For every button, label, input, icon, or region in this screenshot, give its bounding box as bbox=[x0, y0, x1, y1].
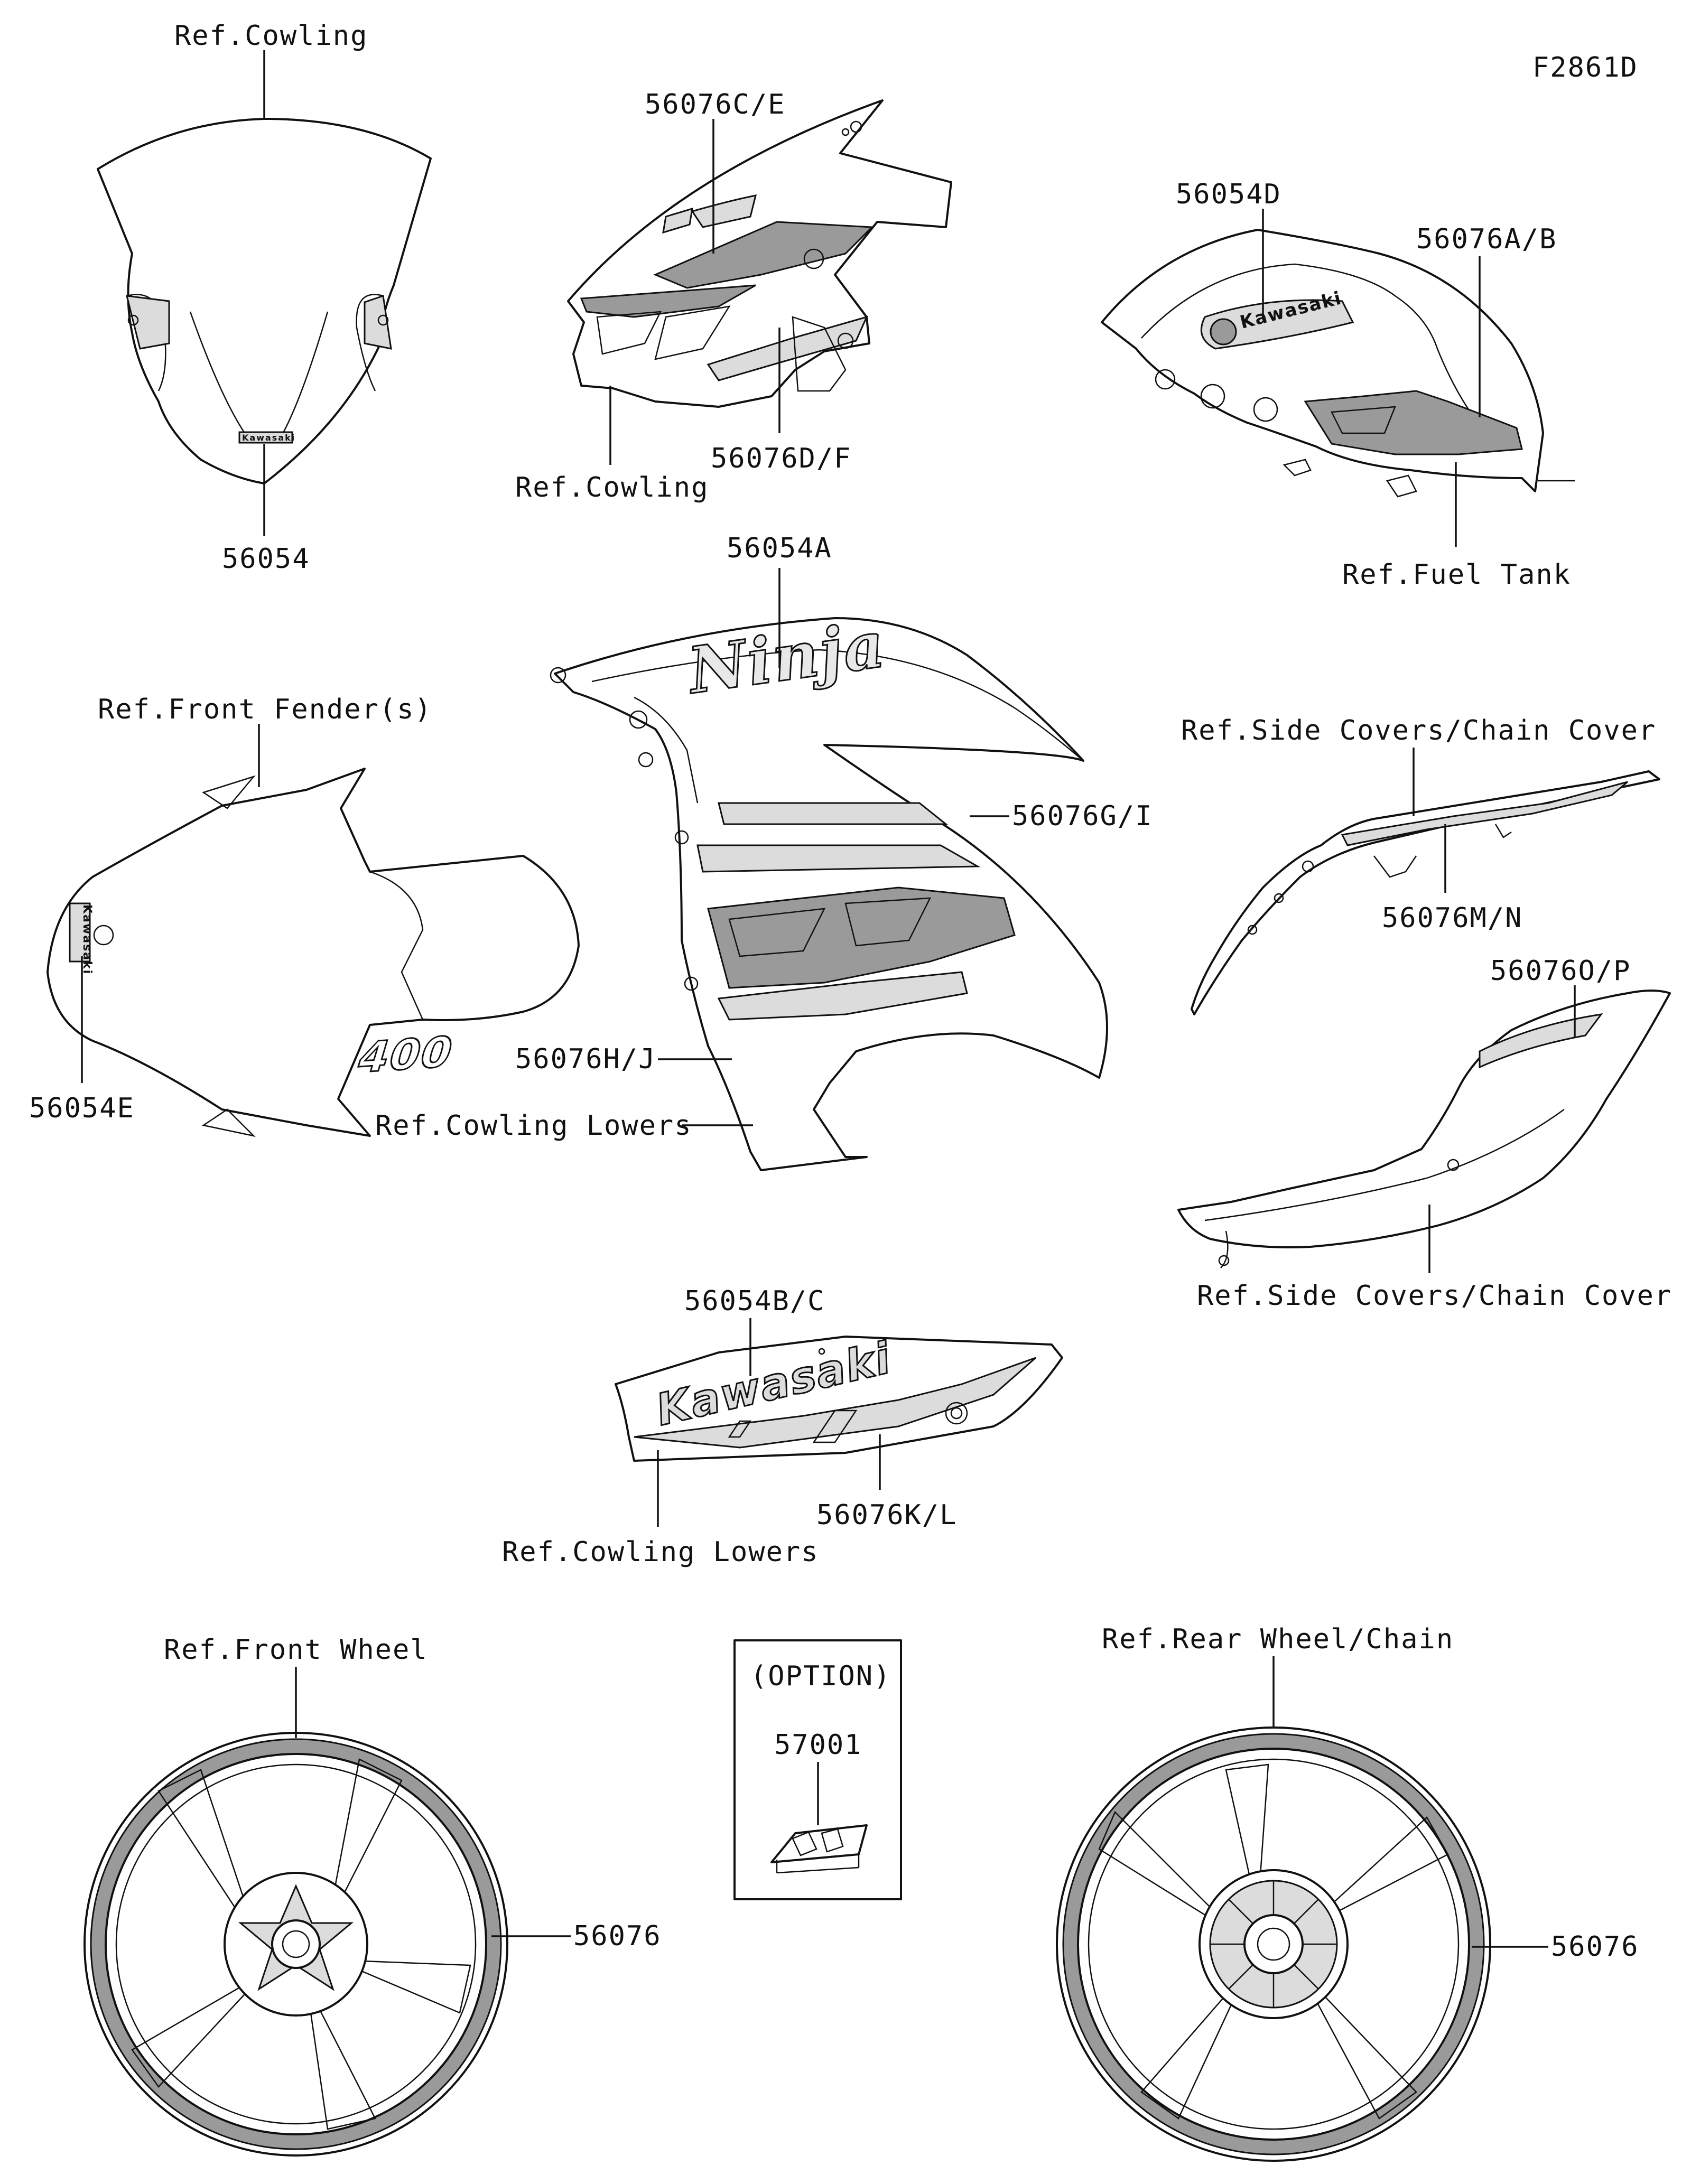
fuel-tank-part: Kawasaki bbox=[1101, 229, 1575, 498]
part-57001-clip bbox=[770, 1824, 868, 1874]
option-box: (OPTION) 57001 bbox=[733, 1639, 902, 1900]
callout-56076mn: 56076M/N bbox=[1382, 902, 1522, 934]
callout-ref-side-covers-top: Ref.Side Covers/Chain Cover bbox=[1181, 715, 1656, 746]
callout-ref-cowling-lowers-mid: Ref.Cowling Lowers bbox=[375, 1110, 692, 1142]
callout-56076kl: 56076K/L bbox=[816, 1499, 957, 1531]
callout-56076op: 56076O/P bbox=[1490, 955, 1631, 987]
callout-56054a: 56054A bbox=[727, 533, 832, 564]
fender-brand-logo bbox=[69, 902, 91, 963]
front-wheel-part bbox=[83, 1732, 508, 2157]
upper-cowling-part bbox=[567, 99, 952, 408]
windshield-part: Kawasaki bbox=[97, 118, 432, 484]
callout-56076-rear: 56076 bbox=[1551, 1931, 1639, 1963]
cowling-lower-part: Kawasaki bbox=[615, 1332, 1063, 1462]
side-cover-part bbox=[1177, 990, 1671, 1268]
callout-56076gi: 56076G/I bbox=[1012, 800, 1153, 832]
tank-emblem bbox=[1210, 318, 1237, 346]
callout-56076ce: 56076C/E bbox=[645, 89, 785, 120]
callout-ref-side-covers-bottom: Ref.Side Covers/Chain Cover bbox=[1197, 1280, 1672, 1312]
callout-ref-front-wheel: Ref.Front Wheel bbox=[164, 1634, 428, 1666]
callout-56076hj: 56076H/J bbox=[515, 1043, 656, 1075]
callout-56076ab: 56076A/B bbox=[1416, 223, 1557, 255]
chain-cover-part bbox=[1191, 770, 1660, 1015]
callout-ref-cowling-top: Ref.Cowling bbox=[174, 20, 368, 52]
rear-wheel-part bbox=[1056, 1726, 1491, 2162]
side-cowling-part: Ninja 400 bbox=[351, 606, 1108, 1171]
callout-ref-rear-wheel: Ref.Rear Wheel/Chain bbox=[1102, 1623, 1454, 1655]
option-label: (OPTION) bbox=[750, 1660, 891, 1692]
windshield-brand-text: Kawasaki bbox=[242, 433, 295, 443]
diagram-code: F2861D bbox=[1532, 52, 1638, 83]
front-fender-part: Kawasaki bbox=[47, 768, 580, 1137]
callout-ref-cowling-lowers-bottom: Ref.Cowling Lowers bbox=[502, 1536, 819, 1568]
windshield-brand-logo bbox=[238, 431, 293, 444]
callout-ref-cowling-mid: Ref.Cowling bbox=[515, 472, 709, 503]
callout-56054: 56054 bbox=[222, 543, 310, 575]
callout-56054bc: 56054B/C bbox=[684, 1285, 825, 1317]
callout-56076-front: 56076 bbox=[573, 1920, 662, 1952]
callout-ref-fuel-tank: Ref.Fuel Tank bbox=[1342, 559, 1571, 591]
callout-56054e: 56054E bbox=[29, 1093, 135, 1124]
side-displacement-logo: 400 bbox=[351, 1028, 459, 1083]
callout-56054d: 56054D bbox=[1176, 179, 1281, 210]
callout-56076df: 56076D/F bbox=[711, 443, 851, 474]
callout-57001: 57001 bbox=[774, 1729, 862, 1761]
callout-ref-front-fender: Ref.Front Fender(s) bbox=[98, 694, 432, 725]
